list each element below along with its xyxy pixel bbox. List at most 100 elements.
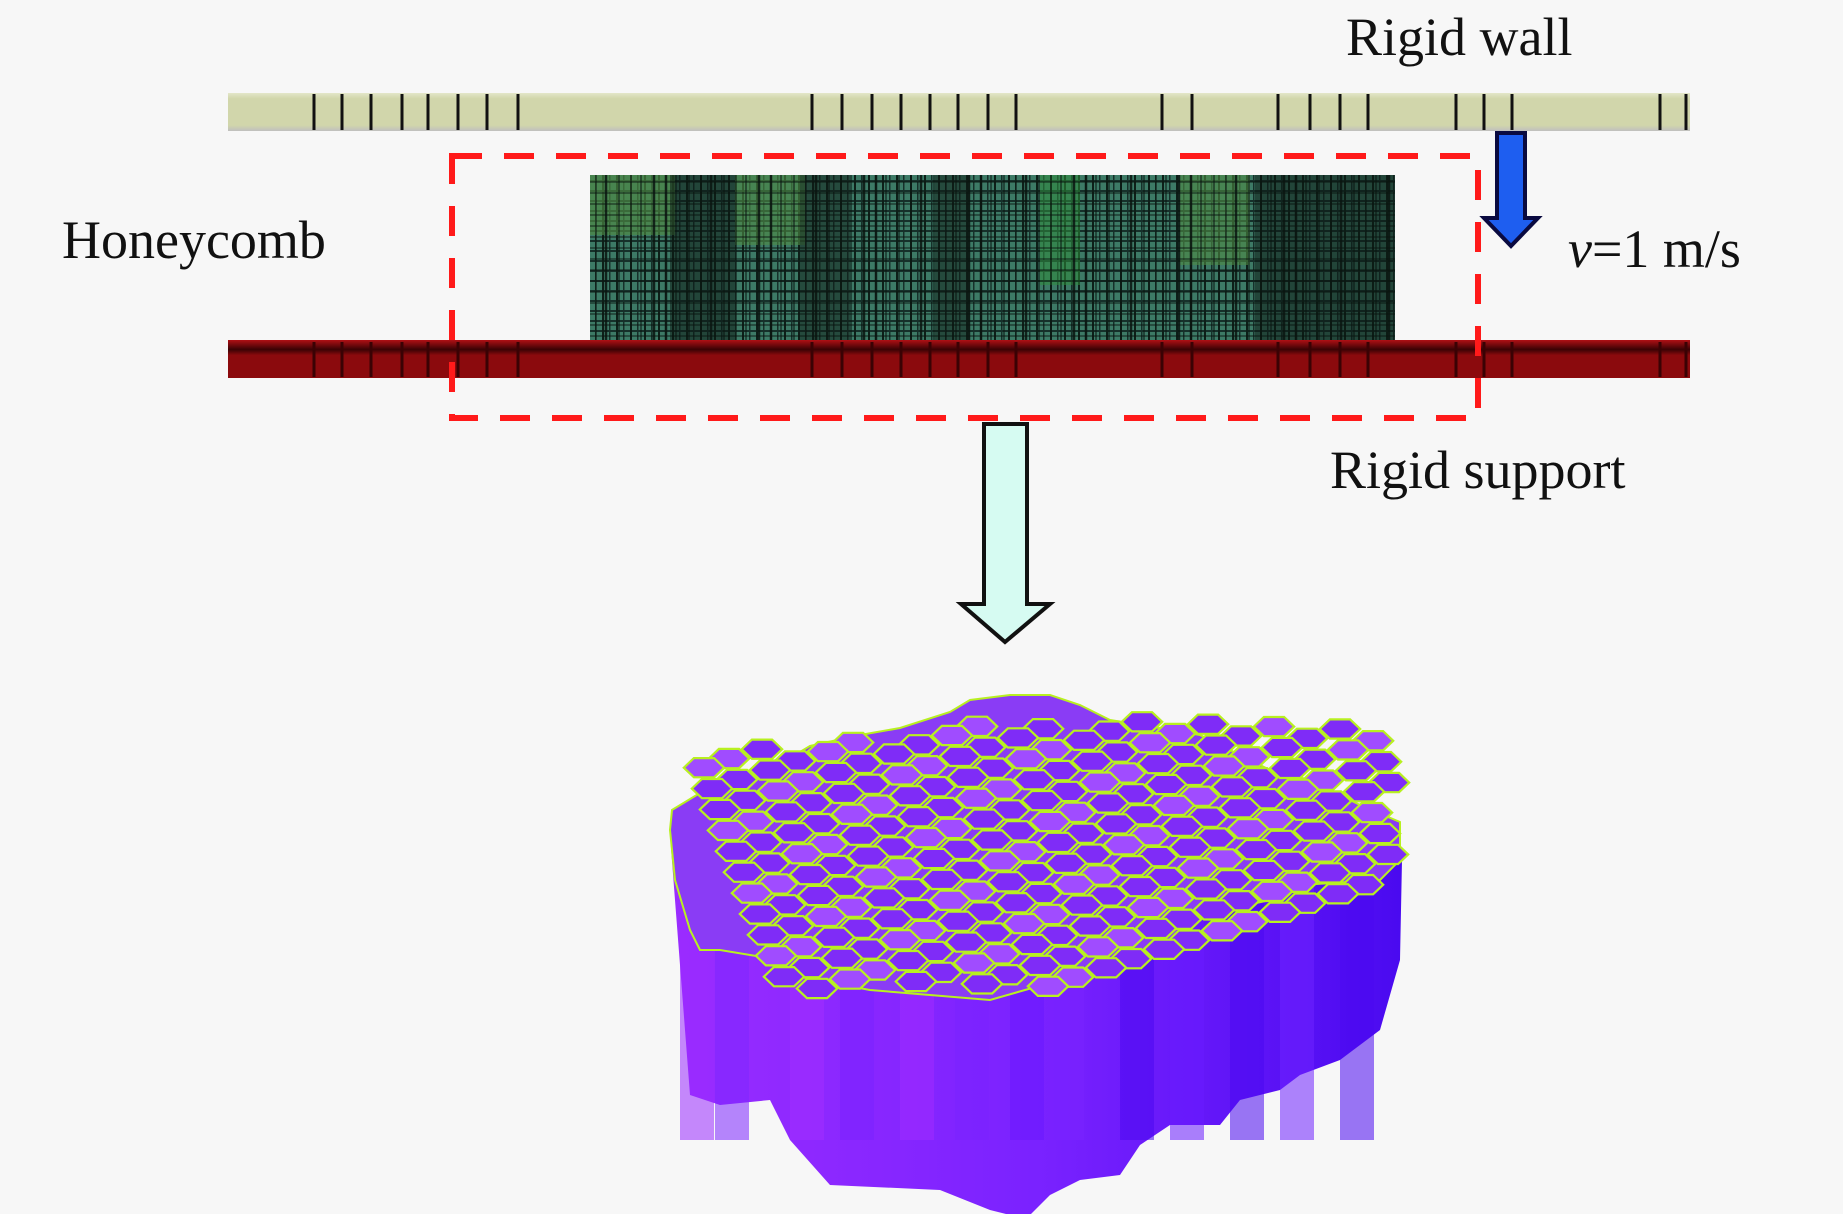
- honeycomb-cell: [919, 961, 963, 984]
- honeycomb-cell: [886, 949, 930, 972]
- honeycomb-cell: [1076, 936, 1120, 958]
- honeycomb-cell: [1168, 836, 1212, 858]
- honeycomb-cell: [1318, 718, 1362, 740]
- honeycomb-cell: [995, 820, 1039, 842]
- honeycomb-cell: [740, 738, 784, 760]
- honeycomb-cell: [894, 970, 938, 993]
- honeycomb-cell: [986, 871, 1030, 893]
- honeycomb-cell: [829, 896, 873, 919]
- honeycomb-cell: [780, 842, 824, 865]
- honeycomb-cell: [1225, 910, 1269, 933]
- honeycomb-cell: [945, 859, 989, 882]
- honeycomb-cell: [1186, 713, 1230, 735]
- mesh-region-light: [590, 175, 675, 235]
- column-shade: [1230, 880, 1264, 1140]
- honeycomb-cell: [747, 852, 791, 874]
- honeycomb-cell: [1084, 957, 1128, 979]
- honeycomb-cell: [1276, 778, 1320, 801]
- honeycomb-cell: [1251, 808, 1295, 831]
- honeycomb-cell: [854, 866, 898, 888]
- honeycomb-cell: [1035, 924, 1079, 947]
- rigid-support-label: Rigid support: [1330, 440, 1626, 500]
- mesh-region-dark: [1255, 175, 1395, 340]
- honeycomb-cell: [878, 928, 922, 951]
- honeycomb-cell: [1003, 840, 1047, 863]
- honeycomb-cell: [1293, 748, 1337, 771]
- honeycomb-cell: [1029, 738, 1073, 761]
- honeycomb-cell: [839, 752, 883, 775]
- honeycomb-cell: [788, 863, 832, 886]
- honeycomb-cell: [863, 815, 907, 837]
- honeycomb-cell: [1326, 739, 1370, 761]
- honeycomb-cell: [1077, 864, 1121, 886]
- honeycomb-cell: [1043, 945, 1087, 968]
- honeycomb-cell: [1144, 773, 1188, 796]
- honeycomb-3d-top-surface: [668, 694, 1401, 1002]
- honeycomb-cell: [871, 836, 915, 858]
- honeycomb-cell: [903, 919, 947, 942]
- honeycomb-cell: [1250, 880, 1294, 903]
- honeycomb-cell: [845, 938, 889, 960]
- honeycomb-cell: [1309, 790, 1353, 812]
- honeycomb-cell: [1093, 906, 1137, 928]
- column-shade: [900, 880, 934, 1140]
- mesh-region-dark: [800, 175, 850, 340]
- honeycomb-cell: [1201, 848, 1245, 870]
- mesh-region-dark: [935, 175, 970, 340]
- rigid-support: [228, 340, 1690, 378]
- honeycomb-cell: [1351, 729, 1395, 752]
- honeycomb-cell: [1334, 760, 1378, 782]
- honeycomb-cell: [953, 880, 997, 902]
- honeycomb-cell: [756, 780, 800, 802]
- fe-model-side-view: [228, 93, 1690, 645]
- velocity-symbol: v: [1568, 219, 1592, 279]
- arrow-down-outline-icon: [955, 422, 1056, 645]
- honeycomb-cell: [954, 787, 998, 809]
- honeycomb-cell: [979, 778, 1023, 800]
- honeycomb-cell: [929, 817, 973, 840]
- honeycomb-cell: [779, 935, 823, 958]
- honeycomb-cell: [1275, 871, 1319, 894]
- honeycomb-cell: [1078, 771, 1122, 793]
- honeycomb-cell: [755, 873, 799, 895]
- honeycomb-cell: [1151, 887, 1195, 910]
- honeycomb-cell: [748, 759, 792, 781]
- column-shade: [1050, 880, 1084, 1140]
- column-shade: [680, 880, 714, 1140]
- rigid-wall: [228, 93, 1690, 131]
- honeycomb-cell: [1027, 903, 1071, 926]
- honeycomb-cell: [804, 905, 848, 928]
- honeycomb-cell: [1219, 725, 1263, 747]
- rigid-support-mesh-lines: [312, 342, 1688, 377]
- honeycomb-cell: [754, 945, 798, 967]
- honeycomb-cell: [764, 801, 808, 823]
- honeycomb-cell: [1152, 794, 1196, 817]
- honeycomb-cell: [1037, 759, 1081, 782]
- honeycomb-cell: [920, 868, 964, 891]
- honeycomb-cell: [714, 840, 758, 863]
- honeycomb-cell: [1095, 741, 1139, 763]
- honeycomb-cell: [1109, 947, 1153, 970]
- honeycomb-cell: [1308, 862, 1352, 884]
- honeycomb-cell: [813, 854, 857, 877]
- column-shade: [840, 880, 874, 1140]
- honeycomb-cell: [952, 952, 996, 974]
- honeycomb-cell: [837, 917, 881, 939]
- honeycomb-cell: [787, 956, 831, 979]
- arrow-down-icon: [1479, 131, 1543, 249]
- zoom-region-box: [449, 153, 1481, 421]
- honeycomb-cell: [1209, 869, 1253, 891]
- honeycomb-cell: [1128, 731, 1172, 754]
- column-shade: [1120, 880, 1154, 1140]
- honeycomb-cell: [970, 829, 1014, 851]
- honeycomb-cell: [1227, 746, 1271, 768]
- honeycomb-cell: [1259, 829, 1303, 852]
- honeycomb-cell: [1021, 717, 1065, 740]
- honeycomb-cell: [795, 977, 839, 1000]
- honeycomb-cell: [1086, 792, 1130, 814]
- honeycomb-cell: [846, 845, 890, 867]
- honeycomb-cell: [1341, 873, 1385, 896]
- honeycomb-cell: [812, 926, 856, 949]
- honeycomb-cell: [969, 922, 1013, 944]
- honeycomb-cell: [1161, 743, 1205, 766]
